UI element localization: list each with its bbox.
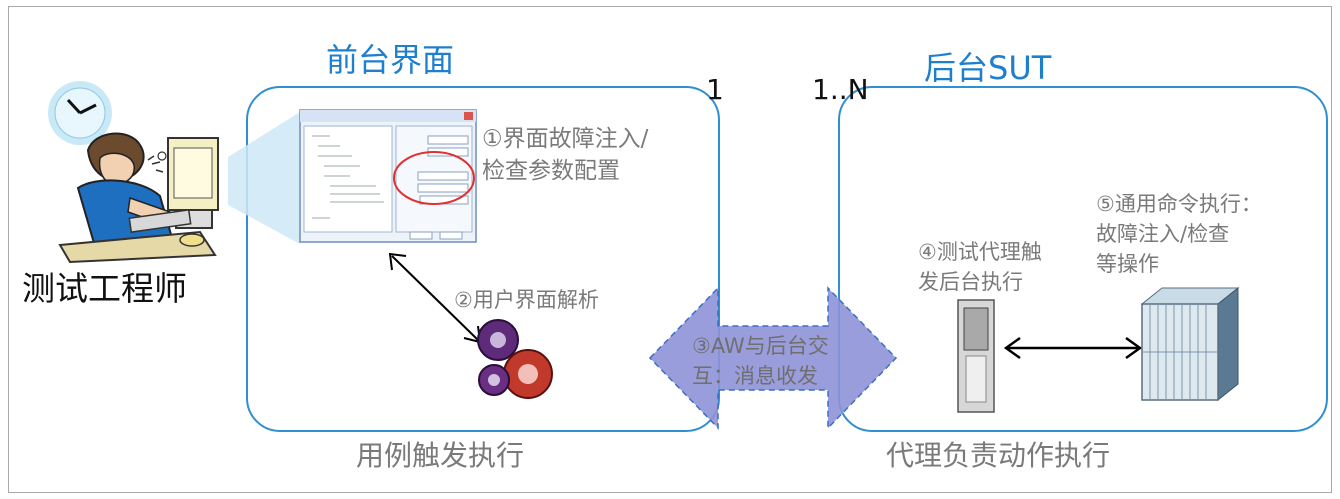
backend-title: 后台SUT [924,49,1052,87]
step3-line1: ③AW与后台交 [692,334,829,358]
gears-icon [477,319,553,399]
agent-server-double-arrow [1003,336,1143,360]
step5-line1: ⑤通用命令执行： [1096,192,1262,216]
step5-line3: 等操作 [1096,252,1159,276]
frontend-panel [246,86,720,432]
step4-line1: ④测试代理触 [918,240,1042,264]
config-dialog-screenshot [299,109,477,243]
step1-line2: 检查参数配置 [482,158,620,184]
multiplicity-right: 1..N [812,73,869,106]
message-exchange-arrow [648,286,898,430]
step2-label: ②用户界面解析 [454,288,599,312]
backend-panel [838,86,1328,432]
frontend-caption: 用例触发执行 [356,439,525,472]
tester-illustration [58,132,219,264]
multiplicity-left: 1 [706,73,724,106]
clock-icon [48,81,112,145]
step5-line2: 故障注入/检查 [1096,222,1230,246]
tester-label: 测试工程师 [22,269,187,308]
step3-line2: 互：消息收发 [692,364,818,388]
step4-line2: 发后台执行 [918,270,1023,294]
step1-line1: ①界面故障注入/ [482,126,649,152]
diagram-frame [8,6,1332,493]
agent-device-icon [957,299,995,413]
backend-caption: 代理负责动作执行 [886,439,1111,472]
frontend-title: 前台界面 [326,41,455,79]
screen-beam [228,112,300,244]
server-rack-icon [1140,286,1240,402]
